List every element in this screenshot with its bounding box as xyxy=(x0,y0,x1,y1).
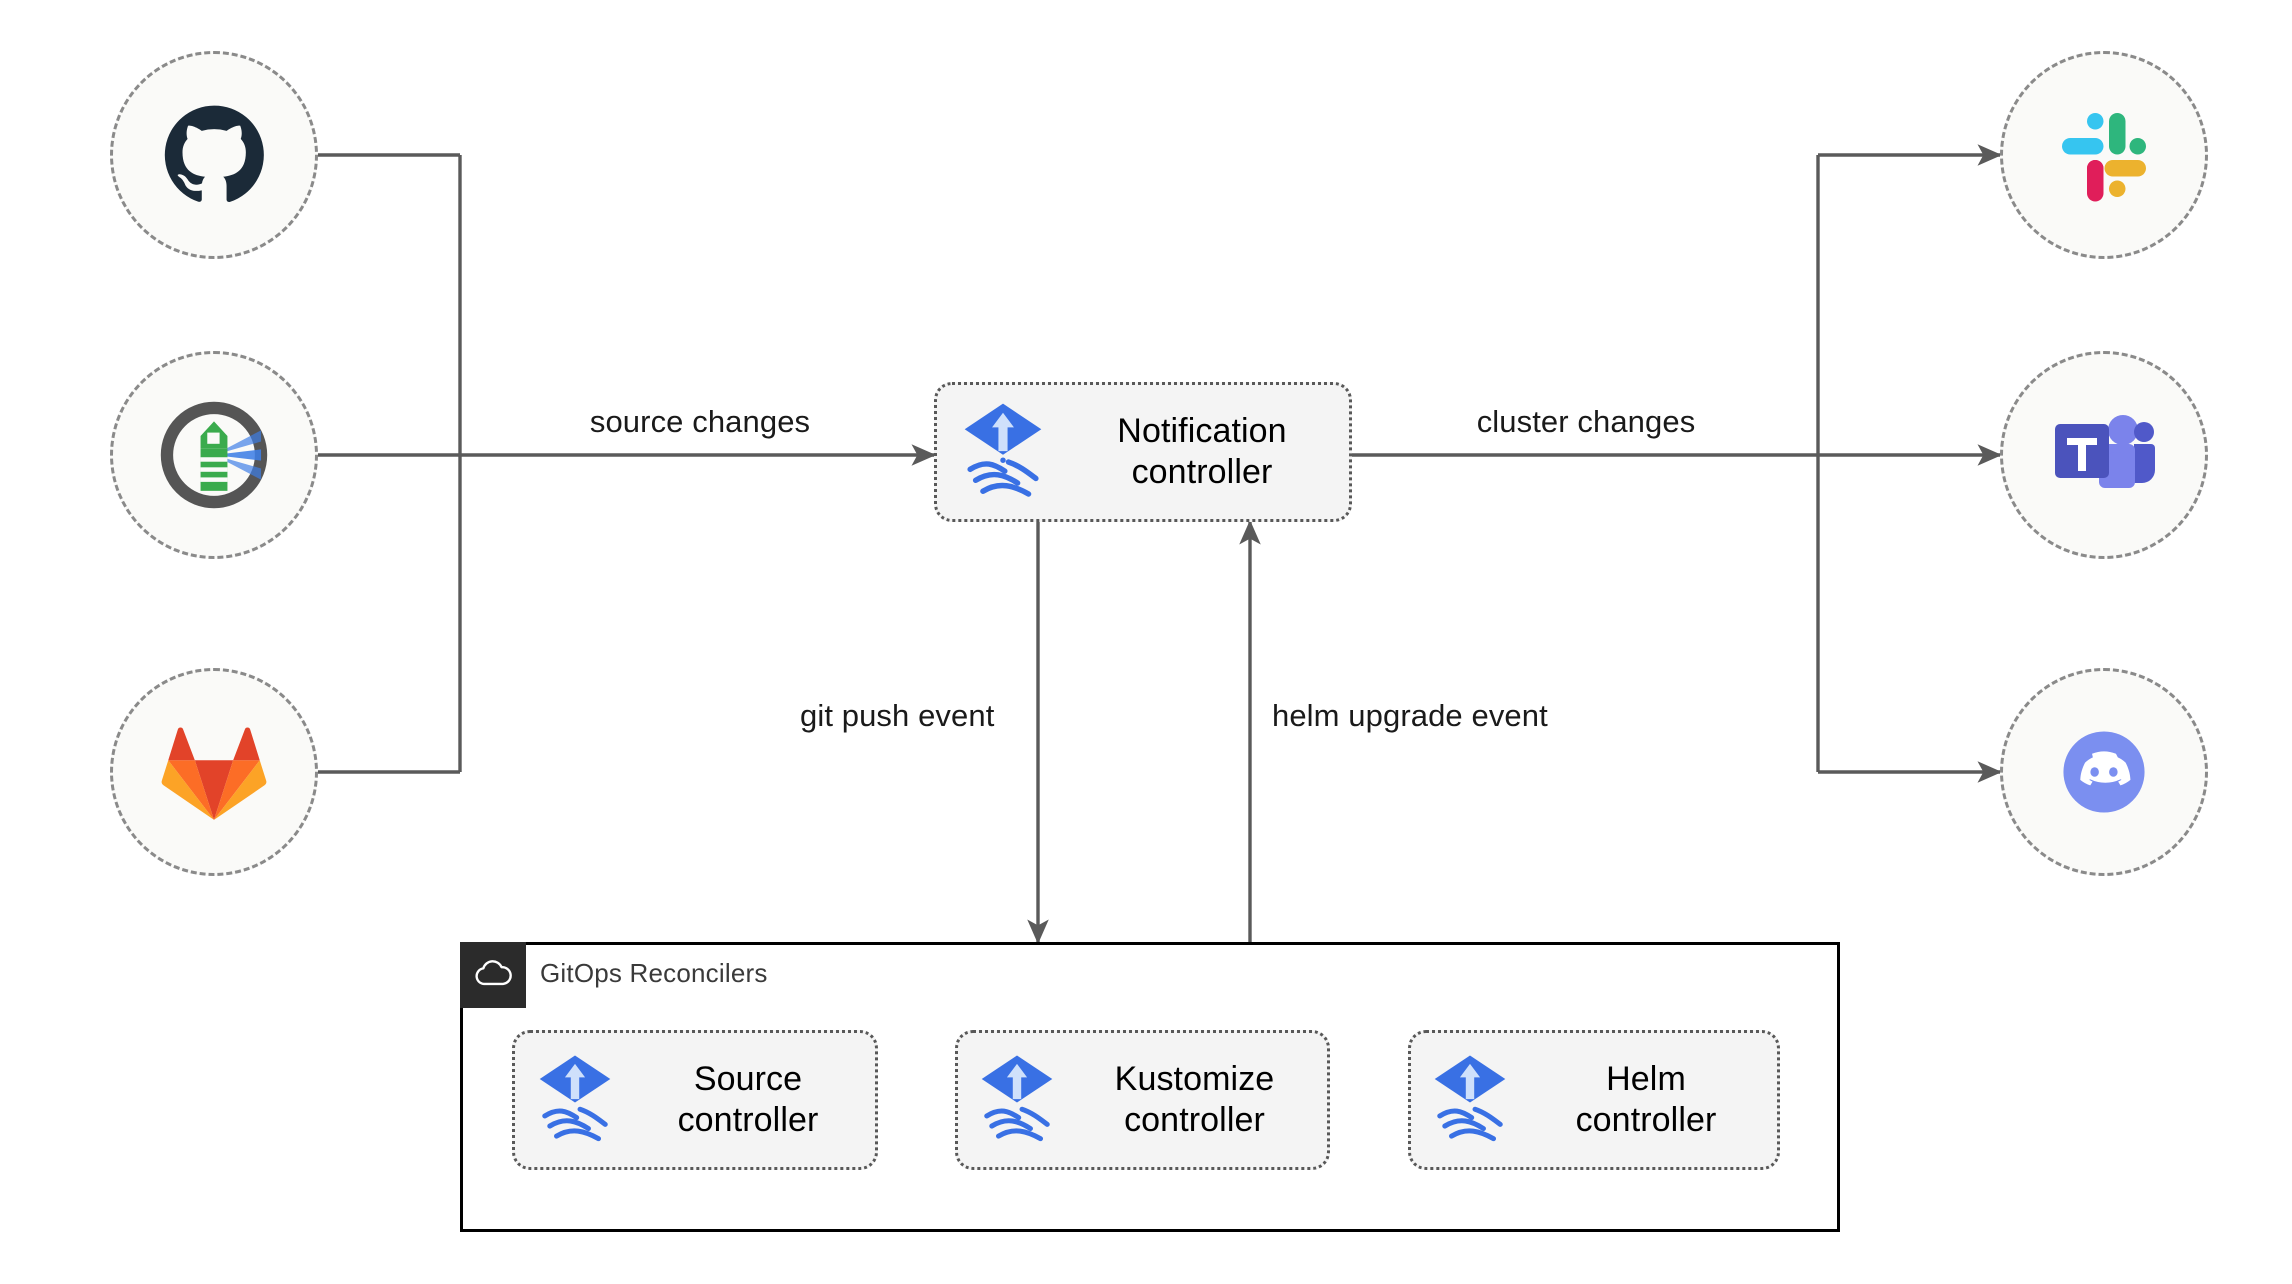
notification-controller-node[interactable]: Notification controller xyxy=(934,382,1352,522)
container-tab xyxy=(460,942,526,1008)
source-controller-label: Source controller xyxy=(677,1059,819,1139)
cloud-icon xyxy=(473,959,513,992)
helm-controller-label: Helm controller xyxy=(1575,1059,1717,1139)
source-controller-node[interactable]: Source controller xyxy=(512,1030,878,1170)
notification-controller-label: Notification controller xyxy=(1117,411,1287,491)
slack-icon xyxy=(2054,105,2154,205)
flux-logo-icon xyxy=(937,400,1069,504)
edge-label-helm-upgrade-event: helm upgrade event xyxy=(1272,698,1548,733)
flux-logo-icon xyxy=(515,1052,635,1148)
source-node-gitlab[interactable] xyxy=(110,668,318,876)
edge-label-cluster-changes: cluster changes xyxy=(1476,404,1696,439)
github-icon xyxy=(162,103,266,207)
flux-lighthouse-icon xyxy=(158,399,270,511)
microsoft-teams-icon xyxy=(2051,408,2157,502)
destination-node-discord[interactable] xyxy=(2000,668,2208,876)
discord-icon xyxy=(2052,720,2156,824)
flux-logo-icon xyxy=(1411,1052,1529,1148)
edge-label-git-push-event: git push event xyxy=(800,698,995,733)
gitlab-icon xyxy=(160,722,268,822)
flux-logo-icon xyxy=(958,1052,1076,1148)
kustomize-controller-node[interactable]: Kustomize controller xyxy=(955,1030,1330,1170)
container-title: GitOps Reconcilers xyxy=(540,958,768,988)
destination-node-slack[interactable] xyxy=(2000,51,2208,259)
edge-label-source-changes: source changes xyxy=(589,404,811,439)
helm-controller-node[interactable]: Helm controller xyxy=(1408,1030,1780,1170)
source-node-flux[interactable] xyxy=(110,351,318,559)
kustomize-controller-label: Kustomize controller xyxy=(1114,1059,1275,1139)
source-node-github[interactable] xyxy=(110,51,318,259)
destination-node-teams[interactable] xyxy=(2000,351,2208,559)
